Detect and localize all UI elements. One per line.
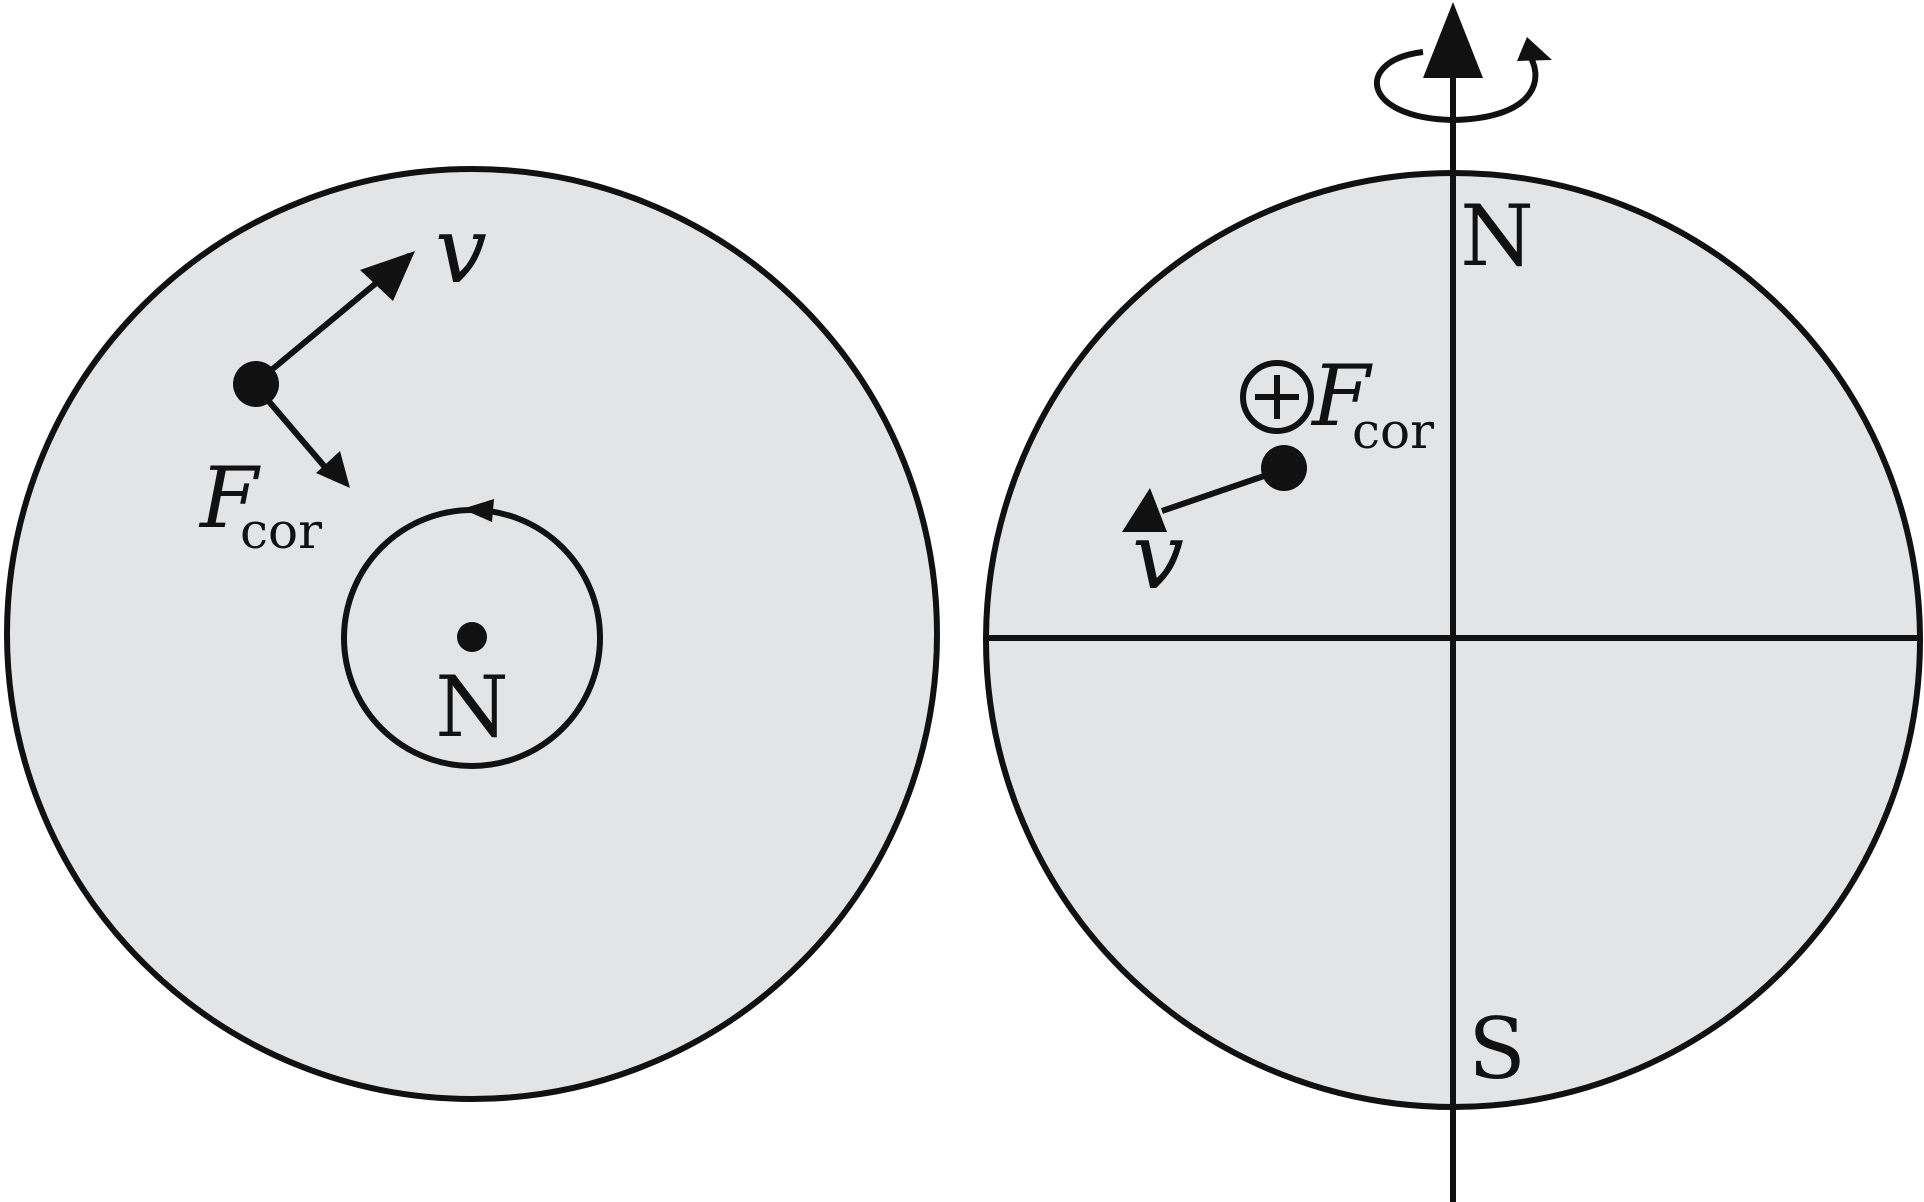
moving-body-dot (1261, 445, 1307, 491)
axis-arrowhead-icon (1423, 2, 1483, 78)
coriolis-label-subscript: cor (1352, 402, 1434, 460)
rotation-arrow-icon (462, 499, 494, 522)
right-view: N S v F cor (983, 2, 1923, 1202)
coriolis-arrowhead-icon (316, 451, 350, 488)
coriolis-label-subscript: cor (240, 502, 322, 560)
rotation-arrow-icon (1374, 49, 1539, 124)
coriolis-label: F (198, 449, 261, 547)
velocity-arrowhead-icon (360, 251, 415, 301)
rotation-arc-arrowhead-icon (1517, 37, 1552, 61)
pole-label-n: N (435, 658, 509, 756)
north-pole-dot (457, 622, 487, 652)
velocity-arrow (1161, 473, 1265, 514)
circle-plus-icon (1240, 360, 1314, 434)
coriolis-force-arrow (263, 396, 333, 475)
velocity-label: v (435, 197, 487, 304)
moving-body-dot (233, 361, 279, 407)
coriolis-label: F (1310, 347, 1373, 445)
velocity-label: v (1132, 503, 1184, 610)
velocity-arrowhead-icon (1122, 488, 1167, 532)
south-label: S (1468, 1000, 1526, 1098)
left-view: N v F cor (4, 166, 940, 1102)
north-label: N (1460, 187, 1534, 285)
